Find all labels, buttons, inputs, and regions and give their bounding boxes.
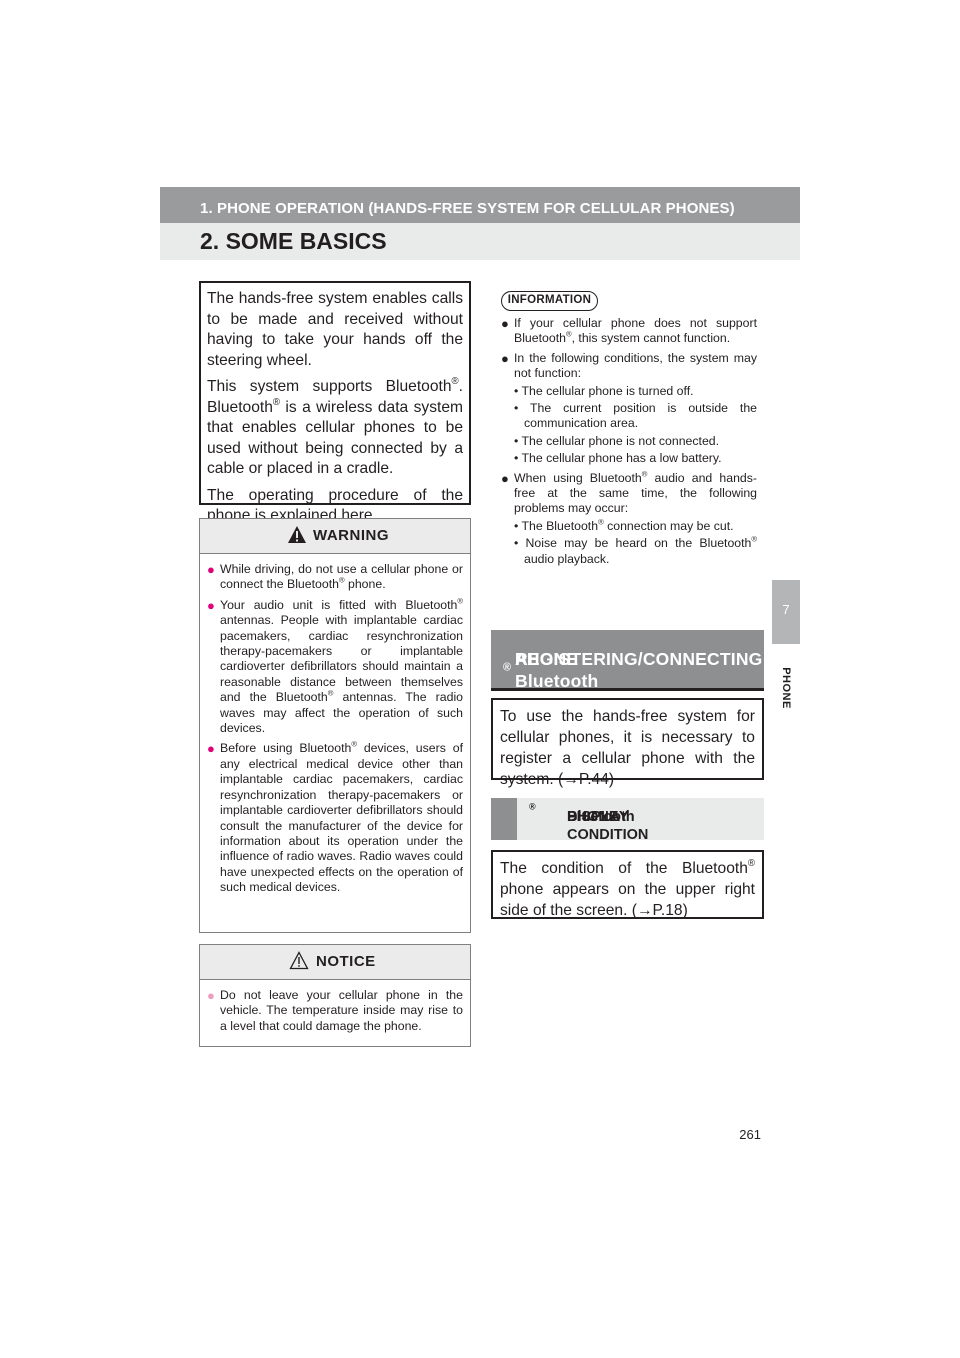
registered-mark: ® [751, 534, 757, 544]
info-text: audio and hands-free at the same time, t… [514, 470, 757, 516]
warning-item: ● Before using Bluetooth® devices, users … [207, 741, 463, 895]
warning-icon [288, 526, 306, 543]
register-box: To use the hands-free system for cellula… [491, 698, 764, 788]
information-label: INFORMATION [501, 291, 598, 311]
info-subitem: • The Bluetooth® connection may be cut. [514, 517, 757, 534]
info-text: • Noise may be heard on the Bluetooth [514, 536, 752, 551]
section-heading-line: REGISTERING/CONNECTING [515, 649, 763, 669]
information-body: ● If your cellular phone does not support… [501, 316, 757, 571]
chapter-header-bar [160, 187, 800, 223]
warning-label: WARNING [313, 527, 389, 544]
bullet-icon: ● [207, 988, 215, 1003]
info-text: connection may be cut. [603, 518, 734, 533]
warning-item: ● While driving, do not use a cellular ph… [207, 562, 463, 593]
intro-text: This system supports Bluetooth [207, 378, 452, 395]
registered-mark: ® [338, 576, 345, 586]
intro-paragraph-1: The hands-free system enables calls to b… [207, 290, 463, 369]
warning-header: WARNING [200, 519, 470, 554]
subsection-marker [491, 798, 517, 840]
info-item: ● If your cellular phone does not support… [501, 316, 757, 347]
warning-text: devices, users of any electrical medical… [220, 741, 463, 895]
subsection-text: PHONE CONDITION [567, 809, 649, 843]
warning-item: ● Your audio unit is fitted with Bluetoot… [207, 596, 464, 737]
registered-mark: ® [503, 661, 512, 674]
condition-text: phone appears on the upper right side of… [500, 881, 755, 919]
subsection-text: Bluetooth [567, 809, 635, 825]
notice-text: Do not leave your cellular phone in the … [220, 988, 463, 1033]
intro-box: The hands-free system enables calls to b… [199, 281, 471, 524]
registered-mark: ® [457, 596, 463, 606]
registered-mark: ® [565, 330, 572, 340]
page-title: 2. SOME BASICS [200, 228, 387, 254]
notice-item: ● Do not leave your cellular phone in the… [207, 988, 463, 1034]
registered-mark: ® [451, 376, 459, 388]
notice-label: NOTICE [316, 953, 376, 970]
registered-mark: ® [641, 469, 648, 479]
bullet-icon: ● [207, 597, 215, 613]
warning-text: Your audio unit is fitted with Bluetooth [220, 597, 458, 612]
condition-text: The condition of the Bluetooth [500, 860, 748, 877]
info-text: , this system cannot function. [571, 331, 731, 346]
bullet-icon: ● [501, 316, 509, 331]
info-text: audio playback. [524, 551, 610, 566]
bullet-icon: ● [501, 350, 509, 366]
chapter-tab-label-text: PHONE [780, 667, 792, 709]
warning-text: Before using Bluetooth [220, 741, 352, 756]
info-text: • The Bluetooth [514, 518, 599, 533]
intro-paragraph-2: This system supports Bluetooth®. Bluetoo… [207, 377, 463, 480]
info-text: If your cellular phone does not support … [514, 316, 757, 346]
intro-text: . Bluetooth [207, 378, 463, 416]
registered-mark: ® [351, 740, 357, 750]
notice-box: NOTICE ● Do not leave your cellular phone… [199, 944, 471, 1047]
chapter-tab-label: PHONE [772, 648, 800, 728]
info-text: When using Bluetooth [514, 470, 642, 485]
chapter-tab [772, 580, 800, 644]
section-heading-line: A Bluetooth [515, 649, 599, 691]
page-title-band [160, 223, 800, 260]
info-subitem: • The cellular phone has a low battery. [514, 451, 722, 466]
info-item: ●When using Bluetooth® audio and hands-f… [501, 469, 757, 567]
warning-box: WARNING ● While driving, do not use a cel… [199, 518, 471, 933]
registered-mark: ® [529, 801, 536, 812]
registered-mark: ® [327, 688, 334, 698]
chapter-title: 1. PHONE OPERATION (HANDS-FREE SYSTEM FO… [200, 200, 735, 217]
warning-text: antennas. People with implantable cardia… [220, 613, 463, 705]
warning-text: antennas. The radio waves may affect the… [220, 690, 464, 736]
info-text: In the following conditions, the system … [514, 350, 757, 381]
info-subitem: • Noise may be heard on the Bluetooth® a… [514, 536, 757, 567]
registered-mark: ® [272, 396, 281, 408]
info-subitem: • The cellular phone is turned off. [514, 383, 694, 398]
warning-text: phone. [344, 577, 386, 592]
info-item: ● In the following conditions, the system… [501, 351, 757, 467]
bullet-icon: ● [501, 470, 509, 486]
registered-mark: ® [747, 858, 755, 870]
bullet-icon: ● [207, 741, 215, 757]
chapter-tab-number: 7 [782, 602, 790, 617]
condition-box: The condition of the Bluetooth® phone ap… [491, 850, 764, 919]
section-heading-line: PHONE [515, 649, 579, 669]
info-subitem: • The current position is outside the co… [514, 401, 757, 431]
intro-text: is a wireless data system that enables c… [207, 398, 463, 478]
info-subitem: • The cellular phone is not connected. [514, 433, 720, 448]
notice-icon [289, 951, 309, 970]
page-number: 261 [739, 1127, 761, 1142]
subsection-text: DISPLAY [567, 809, 629, 825]
warning-text: While driving, do not use a cellular pho… [220, 562, 463, 592]
notice-header: NOTICE [200, 945, 470, 980]
bullet-icon: ● [207, 562, 215, 577]
registered-mark: ® [598, 517, 604, 527]
